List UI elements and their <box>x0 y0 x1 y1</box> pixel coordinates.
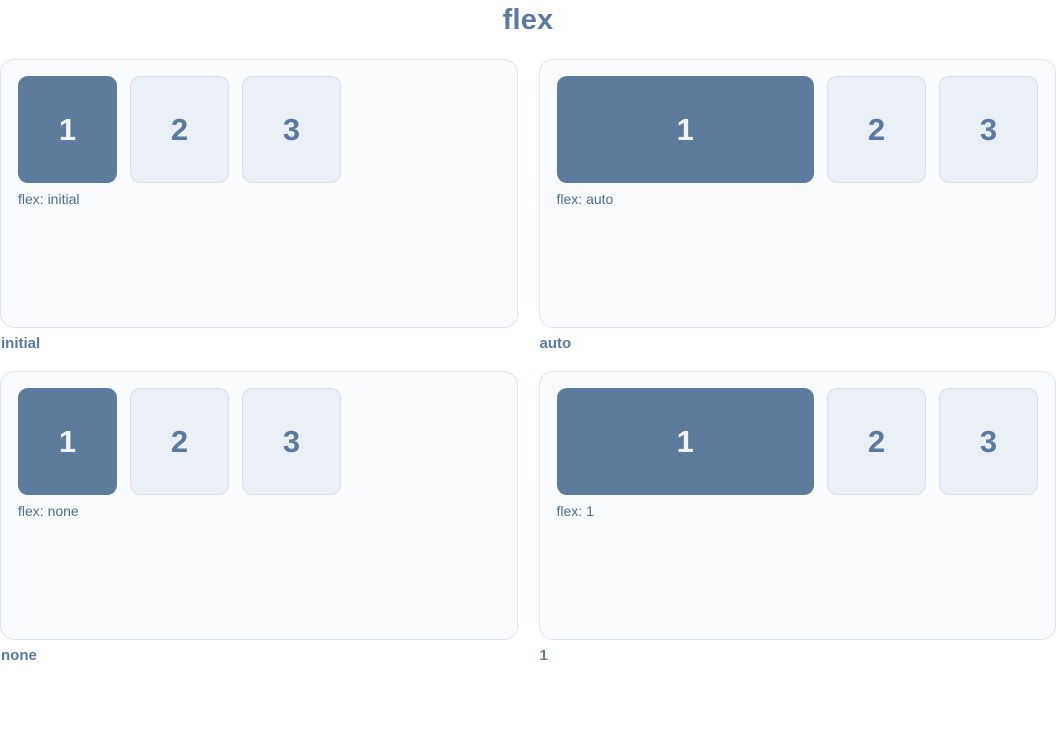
demo-panel-initial: 1 2 3 flex: initial <box>0 59 518 328</box>
demo-cell-none: 1 2 3 flex: none none <box>0 371 518 683</box>
panel-caption-auto: flex: auto <box>556 191 614 207</box>
page-title: flex <box>502 4 554 36</box>
flex-item-1: 1 <box>18 388 117 495</box>
flex-item-2: 2 <box>130 388 229 495</box>
flex-item-2: 2 <box>827 388 926 495</box>
demo-panel-1: 1 2 3 flex: 1 <box>538 371 1056 640</box>
flex-item-3: 3 <box>939 388 1038 495</box>
flex-item-2: 2 <box>130 76 229 183</box>
demo-cell-auto: 1 2 3 flex: auto auto <box>538 59 1056 371</box>
panel-label-none: none <box>1 647 37 664</box>
flex-container: 1 2 3 <box>556 388 1038 495</box>
demo-panel-auto: 1 2 3 flex: auto <box>538 59 1056 328</box>
flex-item-1: 1 <box>556 388 814 495</box>
flex-container: 1 2 3 <box>18 388 500 495</box>
flex-item-3: 3 <box>939 76 1038 183</box>
demo-cell-initial: 1 2 3 flex: initial initial <box>0 59 518 371</box>
panel-caption-1: flex: 1 <box>556 503 594 519</box>
flex-container: 1 2 3 <box>18 76 500 183</box>
demo-cell-1: 1 2 3 flex: 1 1 <box>538 371 1056 683</box>
flex-container: 1 2 3 <box>556 76 1038 183</box>
panel-label-1: 1 <box>539 647 548 664</box>
flex-item-2: 2 <box>827 76 926 183</box>
demo-panel-none: 1 2 3 flex: none <box>0 371 518 640</box>
demo-grid: 1 2 3 flex: initial initial 1 2 3 flex: … <box>0 59 1056 683</box>
flex-item-3: 3 <box>242 76 341 183</box>
panel-caption-initial: flex: initial <box>18 191 80 207</box>
flex-item-1: 1 <box>18 76 117 183</box>
panel-caption-none: flex: none <box>18 503 79 519</box>
panel-label-auto: auto <box>539 335 572 352</box>
panel-label-initial: initial <box>1 335 41 352</box>
flex-item-1: 1 <box>556 76 814 183</box>
flex-item-3: 3 <box>242 388 341 495</box>
